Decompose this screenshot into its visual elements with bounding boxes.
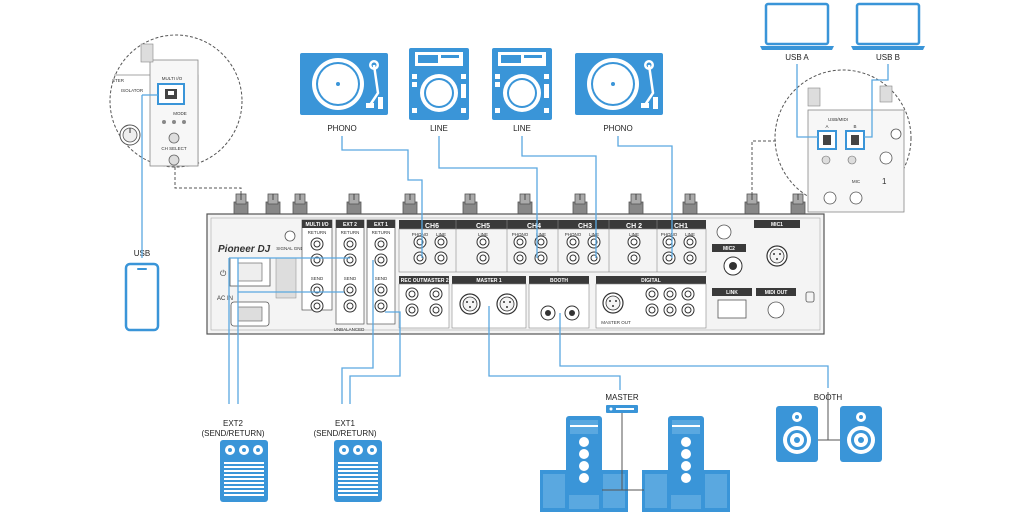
output-cables: [228, 257, 829, 404]
laptop-usb-b: [849, 2, 927, 52]
label-ext1-sub: (SEND/RETURN): [313, 429, 376, 438]
channel-inputs: CH6 CH5 CH4 CH3 CH 2 CH1 PHONO LINE LINE…: [398, 220, 707, 273]
svg-text:PHONO: PHONO: [661, 232, 678, 237]
svg-text:PHONO: PHONO: [412, 232, 429, 237]
booth-speaker-wiring: [818, 392, 840, 441]
zoom-label-ch-select: CH SELECT: [161, 146, 187, 151]
ch5-label: CH5: [476, 223, 490, 230]
ch6-label: CH6: [425, 223, 439, 230]
zoom-label-ster: STER: [112, 78, 125, 83]
svg-text:LINE: LINE: [436, 232, 446, 237]
label-usb-a: USB A: [785, 53, 809, 62]
svg-text:LINE: LINE: [685, 232, 695, 237]
label-phono-left: PHONO: [327, 124, 356, 133]
cdj-left: [409, 48, 469, 120]
label-ext2-sub: (SEND/RETURN): [201, 429, 264, 438]
zoom-right-leader: [751, 140, 776, 208]
label-unbalanced: UNBALANCED: [334, 327, 366, 332]
smartphone-icon: [124, 262, 160, 332]
mixer-knobs: [233, 193, 806, 215]
turntable-left: [298, 51, 390, 117]
svg-text:LINE: LINE: [478, 232, 488, 237]
label-ext2: EXT2: [223, 419, 244, 428]
zoom-label-mic: MIC: [852, 179, 861, 184]
output-section: REC OUT MASTER 2 MASTER 1 BOOTH BALANCED…: [398, 276, 707, 329]
svg-text:PHONO: PHONO: [565, 232, 582, 237]
label-phono-right: PHONO: [603, 124, 632, 133]
effects-pedal-ext2: [220, 440, 268, 502]
effects-pedal-ext1: [334, 440, 382, 502]
svg-text:MASTER OUT: MASTER OUT: [601, 320, 631, 325]
svg-text:LINK: LINK: [726, 290, 738, 296]
svg-text:EXT 1: EXT 1: [374, 222, 388, 228]
svg-text:SEND: SEND: [344, 276, 357, 281]
ch4-label: CH4: [527, 223, 541, 230]
booth-monitor-right: [840, 406, 882, 462]
label-ext1: EXT1: [335, 419, 356, 428]
svg-text:BOOTH: BOOTH: [550, 278, 568, 284]
svg-text:DIGITAL: DIGITAL: [641, 278, 661, 284]
zoom-label-usb-midi: USB/MIDI: [828, 117, 848, 122]
svg-text:MASTER 2: MASTER 2: [423, 278, 449, 284]
zoom-detail-right: USB/MIDI A B MIC 1: [774, 69, 912, 213]
zoom-label-multi-io: MULTI I/O: [162, 76, 183, 81]
zoom-left-leader: [174, 167, 242, 208]
svg-text:MIC2: MIC2: [723, 246, 735, 252]
svg-text:MASTER 1: MASTER 1: [476, 278, 502, 284]
ch2-label: CH 2: [626, 223, 642, 230]
label-ac-in: AC IN: [217, 296, 233, 302]
svg-text:MIDI OUT: MIDI OUT: [765, 290, 788, 296]
label-usb-b: USB B: [876, 53, 900, 62]
ch3-label: CH3: [578, 223, 592, 230]
input-cables: [341, 136, 673, 258]
channel-header-bar: [399, 220, 706, 229]
svg-text:SEND: SEND: [311, 276, 324, 281]
ch1-label: CH1: [674, 223, 688, 230]
section-ext2: EXT 2 RETURN SEND: [335, 219, 365, 325]
mic-link-section: MIC2 MIC1 LINK MIDI OUT: [712, 220, 815, 319]
label-master: MASTER: [605, 393, 639, 402]
zoom-label-mode: MODE: [173, 111, 187, 116]
cable-usb-b: [864, 64, 889, 138]
zoom-label-a: A: [825, 124, 828, 129]
cdj-right: [492, 48, 552, 120]
cable-usb-a: [796, 64, 818, 138]
svg-text:LINE: LINE: [536, 232, 546, 237]
label-line-right: LINE: [513, 124, 531, 133]
turntable-right: [573, 51, 665, 117]
zoom-label-b: B: [853, 124, 856, 129]
signal-gnd-screw: [284, 230, 296, 242]
lock-icon: [805, 291, 815, 303]
zoom-label-isolator: ISOLATOR: [121, 88, 144, 93]
label-signal-gnd: SIGNAL GND: [276, 246, 304, 251]
section-multi-io: MULTI I/O RETURN SEND: [301, 219, 333, 313]
svg-text:RETURN: RETURN: [372, 230, 391, 235]
master-speaker-wiring: [602, 413, 644, 491]
svg-text:LINE: LINE: [629, 232, 639, 237]
svg-text:MULTI I/O: MULTI I/O: [306, 222, 329, 228]
booth-monitor-left: [776, 406, 818, 462]
section-ext1: EXT 1 RETURN SEND: [366, 219, 396, 325]
svg-text:REC OUT: REC OUT: [401, 278, 424, 284]
laptop-usb-a: [758, 2, 836, 52]
svg-text:PHONO: PHONO: [512, 232, 529, 237]
zoom-label-ch1: 1: [882, 177, 887, 186]
label-line-left: LINE: [430, 124, 448, 133]
brand-logo: Pioneer DJ: [218, 244, 271, 255]
power-icon: ⏻: [220, 269, 227, 278]
phone-notch-icon: [137, 268, 147, 270]
svg-text:RETURN: RETURN: [308, 230, 327, 235]
pa-speaker-left: [540, 416, 628, 512]
svg-text:MIC1: MIC1: [771, 222, 783, 228]
zoom-detail-left: STER MULTI I/O ISOLATOR MODE CH SELECT: [109, 34, 243, 258]
svg-text:SEND: SEND: [375, 276, 388, 281]
pa-speaker-right: [642, 416, 730, 512]
svg-text:RETURN: RETURN: [341, 230, 360, 235]
svg-text:EXT 2: EXT 2: [343, 222, 357, 228]
svg-text:LINE: LINE: [589, 232, 599, 237]
